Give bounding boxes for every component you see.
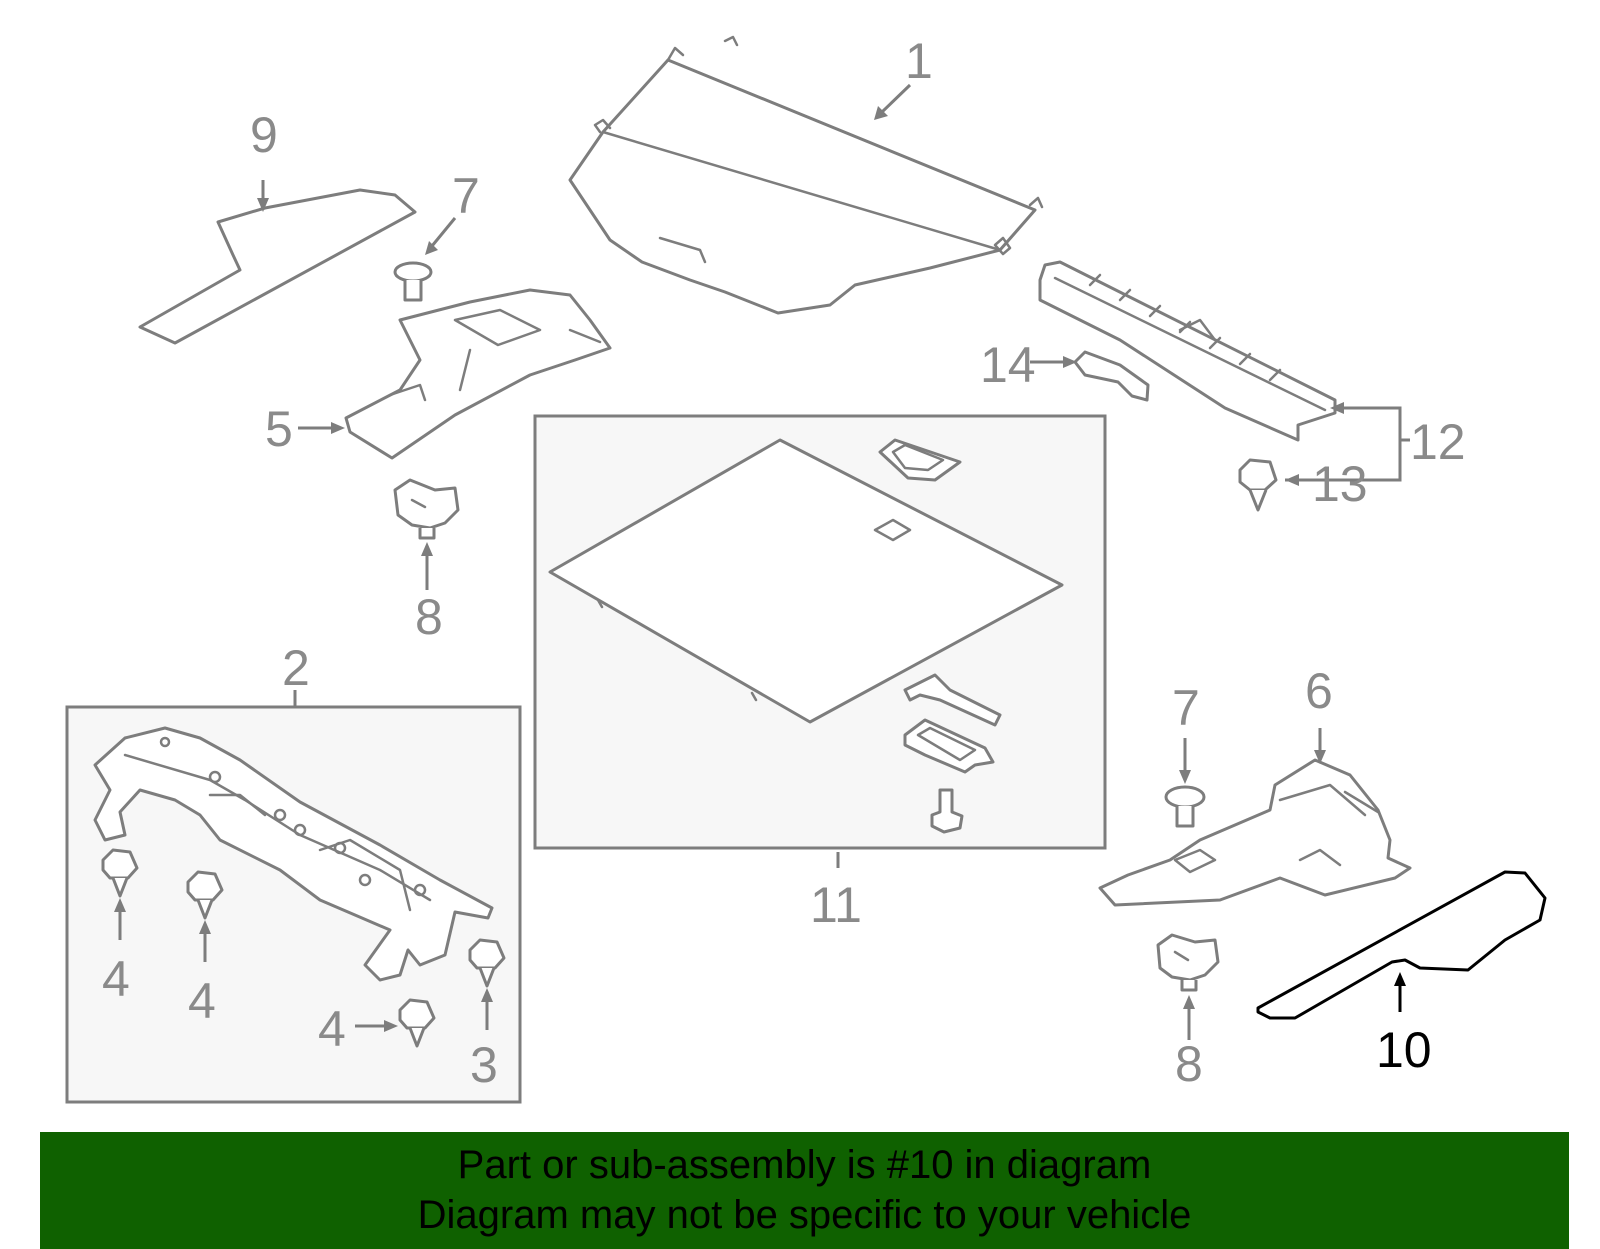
part-4-clip-c[interactable] <box>398 998 436 1048</box>
banner-line-1: Part or sub-assembly is #10 in diagram <box>457 1143 1152 1187</box>
part-8-bracket-lower[interactable] <box>1156 933 1220 992</box>
part-11-cargo-floor-board[interactable] <box>548 438 1064 724</box>
callout-7b: 7 <box>1172 680 1200 736</box>
part-8-bracket-upper[interactable] <box>393 478 460 540</box>
callout-4c: 4 <box>318 1001 346 1057</box>
info-banner-background <box>40 1132 1569 1249</box>
callout-14: 14 <box>980 337 1036 393</box>
part-6-right-bracket[interactable] <box>1098 758 1412 907</box>
callout-1: 1 <box>905 33 933 89</box>
part-3-clip[interactable] <box>468 938 506 988</box>
callout-10: 10 <box>1376 1022 1432 1078</box>
info-banner: Part or sub-assembly is #10 in diagram D… <box>40 1132 1569 1249</box>
part-9-side-trim-panel[interactable] <box>138 188 417 345</box>
part-2-crossmember[interactable] <box>93 726 494 982</box>
part-7-clip-upper[interactable] <box>393 261 433 302</box>
part-10-right-side-trim-panel[interactable] <box>1256 870 1547 1020</box>
callout-8b: 8 <box>1175 1036 1203 1092</box>
callout-11: 11 <box>810 877 862 933</box>
part-1-cargo-cover[interactable] <box>568 35 1044 315</box>
part-12-rear-sill-plate[interactable] <box>1038 260 1337 442</box>
part-11-hook[interactable] <box>903 673 1002 727</box>
part-11-hatch-handle[interactable] <box>878 438 962 482</box>
callout-2: 2 <box>282 640 310 696</box>
callout-3: 3 <box>470 1037 498 1093</box>
callout-4b: 4 <box>188 973 216 1029</box>
callout-8a: 8 <box>415 589 443 645</box>
callout-6: 6 <box>1305 663 1333 719</box>
part-11-tray[interactable] <box>903 718 995 774</box>
callout-13: 13 <box>1312 456 1368 512</box>
part-14-small-bracket[interactable] <box>1073 350 1150 402</box>
callout-4a: 4 <box>102 951 130 1007</box>
callout-7a: 7 <box>452 168 480 224</box>
banner-line-2: Diagram may not be specific to your vehi… <box>417 1193 1192 1237</box>
part-4-clip-b[interactable] <box>186 870 224 920</box>
part-5-left-bracket[interactable] <box>344 288 612 460</box>
part-13-clip[interactable] <box>1238 458 1278 512</box>
part-7-clip-lower[interactable] <box>1164 785 1206 828</box>
callout-9: 9 <box>250 107 278 163</box>
part-4-clip-a[interactable] <box>101 848 139 898</box>
callout-5: 5 <box>265 401 293 457</box>
callout-12: 12 <box>1410 414 1466 470</box>
part-11-bolt[interactable] <box>930 788 964 834</box>
